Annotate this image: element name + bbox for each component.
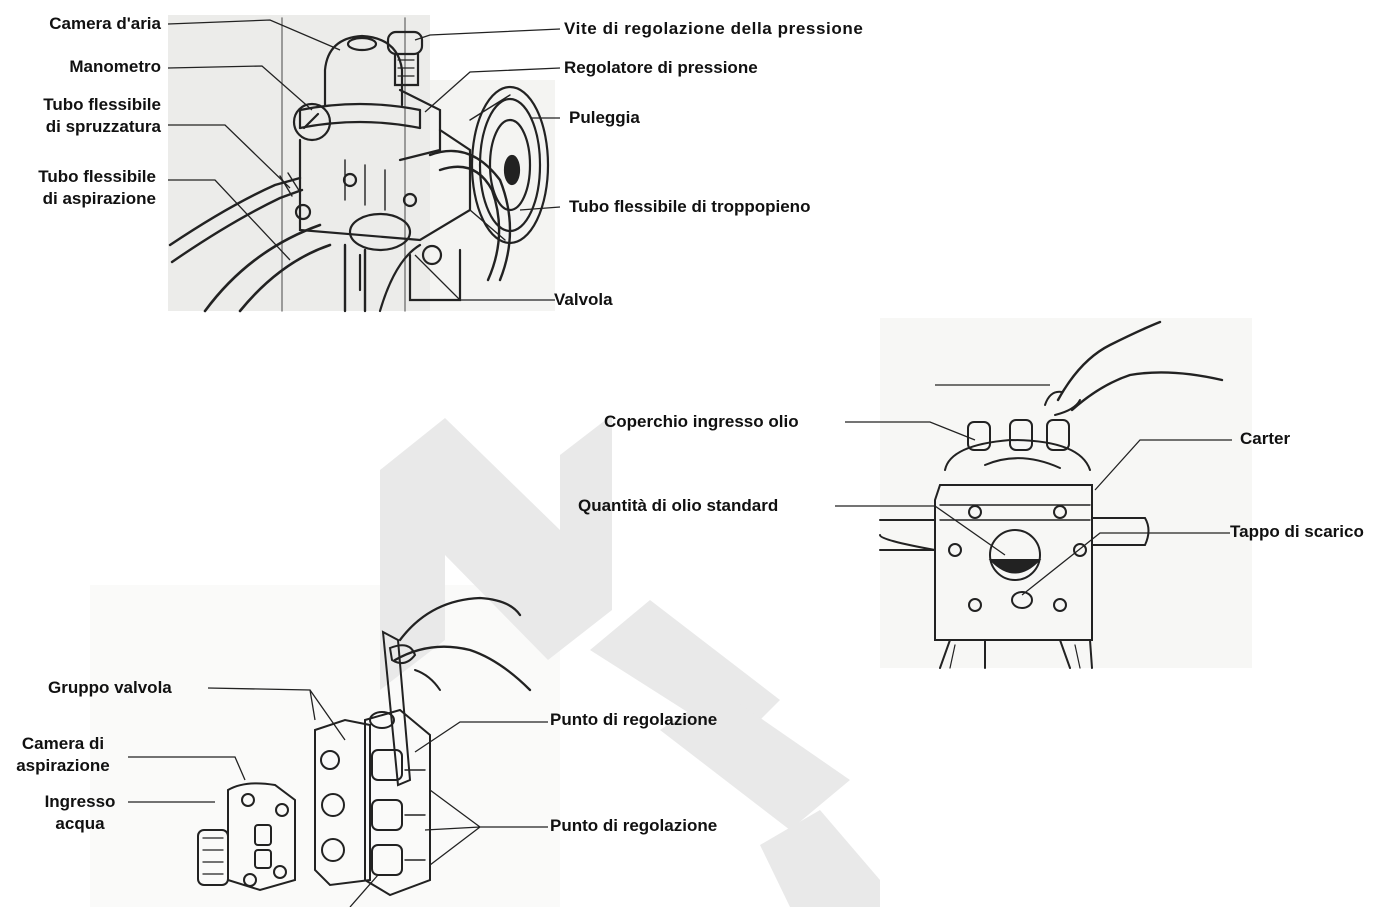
label-camera-aria: Camera d'aria xyxy=(49,13,161,35)
label-camera-aspirazione-line1: Camera di xyxy=(0,733,126,755)
label-coperchio: Coperchio ingresso olio xyxy=(604,411,799,433)
valve-drawing xyxy=(198,598,530,895)
label-tubo-spruzzatura-line1: Tubo flessibile xyxy=(43,94,161,116)
label-ingresso-acqua-line2: acqua xyxy=(30,813,130,835)
pump-drawing xyxy=(170,18,548,311)
label-valvola: Valvola xyxy=(554,289,613,311)
label-tubo-aspirazione-line2: di aspirazione xyxy=(38,188,156,210)
label-tubo-troppopieno: Tubo flessibile di troppopieno xyxy=(569,196,810,218)
label-punto-regolazione-2: Punto di regolazione xyxy=(550,815,717,837)
label-puleggia: Puleggia xyxy=(569,107,640,129)
label-punto-regolazione-1: Punto di regolazione xyxy=(550,709,717,731)
label-ingresso-acqua-line1: Ingresso xyxy=(30,791,130,813)
label-tubo-spruzzatura-line2: di spruzzatura xyxy=(43,116,161,138)
label-gruppo-valvola: Gruppo valvola xyxy=(48,677,172,699)
label-camera-aspirazione-line2: aspirazione xyxy=(0,755,126,777)
label-camera-aspirazione: Camera di aspirazione xyxy=(0,733,126,777)
label-manometro: Manometro xyxy=(69,56,161,78)
label-tubo-aspirazione-line1: Tubo flessibile xyxy=(38,166,156,188)
label-tubo-spruzzatura: Tubo flessibile di spruzzatura xyxy=(43,94,161,138)
label-quantita-olio: Quantità di olio standard xyxy=(578,495,778,517)
label-tappo-scarico: Tappo di scarico xyxy=(1230,521,1364,543)
crankcase-drawing xyxy=(880,322,1222,668)
label-vite-regolazione: Vite di regolazione della pressione xyxy=(564,18,863,40)
label-tubo-aspirazione: Tubo flessibile di aspirazione xyxy=(38,166,156,210)
label-ingresso-acqua: Ingresso acqua xyxy=(30,791,130,835)
label-carter: Carter xyxy=(1240,428,1290,450)
valve-leader-lines xyxy=(128,688,548,907)
label-regolatore: Regolatore di pressione xyxy=(564,57,758,79)
